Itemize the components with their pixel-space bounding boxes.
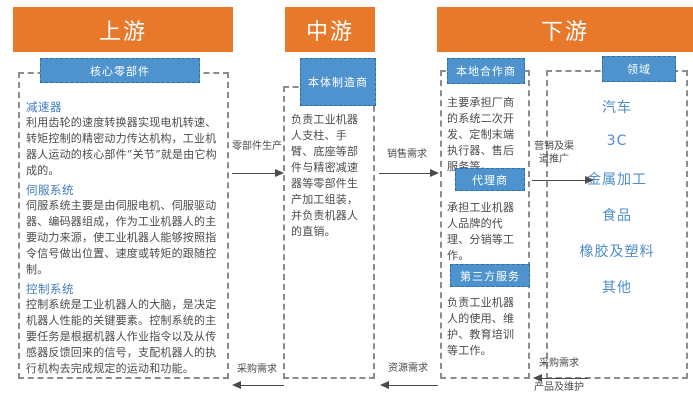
field-item-3c: 3C (606, 133, 628, 149)
chip-third-party[interactable]: 第三方服务 (450, 264, 530, 287)
flow-label-product-maintenance: 产品及维护 (534, 382, 584, 393)
flow-label-purchase-demand-2: 采购需求 (539, 358, 579, 369)
chip-local-partner[interactable]: 本地合作商 (447, 58, 525, 84)
stage-header-downstream: 下游 (437, 7, 693, 52)
section-title-reducer: 减速器 (26, 100, 62, 114)
field-item-rubber-plastic: 橡胶及塑料 (579, 244, 655, 260)
stage-header-midstream: 中游 (285, 7, 375, 52)
chip-core-parts[interactable]: 核心零部件 (40, 58, 200, 83)
field-item-food: 食品 (602, 208, 632, 224)
field-item-other: 其他 (602, 280, 632, 296)
stage-header-upstream: 上游 (13, 7, 233, 52)
section-body-agent: 承担工业机器人品牌的代理、分销等工作。 (447, 201, 515, 262)
section-title-servo-system: 伺服系统 (26, 183, 74, 197)
flow-label-marketing-channel: 营销及渠道推广 (534, 141, 574, 165)
flow-arrow-resource-demand (380, 381, 438, 389)
field-item-automotive: 汽车 (602, 100, 632, 116)
section-title-control-system: 控制系统 (26, 282, 74, 296)
section-body-body-maker: 负责工业机器人支柱、手臂、底座等部件与精密减速器等零部件生产加工组装，并负责机器… (291, 113, 359, 238)
chip-body-maker[interactable]: 本体制造商 (300, 58, 376, 106)
section-body-third-party: 负责工业机器人的使用、维护、教育培训等工作。 (447, 296, 515, 357)
section-body-local-partner: 主要承担厂商的系统二次开发、定制末端执行器、售后服务等。 (447, 96, 515, 173)
flow-arrow-purchase-demand-2 (533, 374, 588, 382)
flow-label-purchase-demand-1: 采购需求 (237, 364, 277, 375)
flow-arrow-marketing-channel (532, 176, 594, 184)
flow-arrow-purchase-demand-1 (232, 381, 284, 389)
field-item-metal-working: 金属加工 (587, 172, 647, 188)
section-body-reducer: 利用齿轮的速度转换器实现电机转速、转矩控制的精密动力传达机构，工业机器人运动的核… (26, 116, 217, 177)
flow-label-parts-production: 零部件生产 (232, 141, 282, 152)
flow-arrow-sales-demand (379, 169, 439, 177)
flow-arrow-parts-production (232, 169, 284, 177)
chip-field[interactable]: 领域 (602, 56, 676, 82)
section-body-servo-system: 伺服系统主要是由伺服电机、伺服驱动器、编码器组成，作为工业机器人的主要动力来源，… (26, 199, 217, 276)
flow-label-sales-demand: 销售需求 (387, 149, 427, 160)
section-body-control-system: 控制系统是工业机器人的大脑，是决定机器人性能的关键要素。控制系统的主要任务是根据… (26, 298, 217, 375)
flow-label-resource-demand: 资源需求 (388, 363, 428, 374)
chip-agent[interactable]: 代理商 (455, 168, 525, 191)
